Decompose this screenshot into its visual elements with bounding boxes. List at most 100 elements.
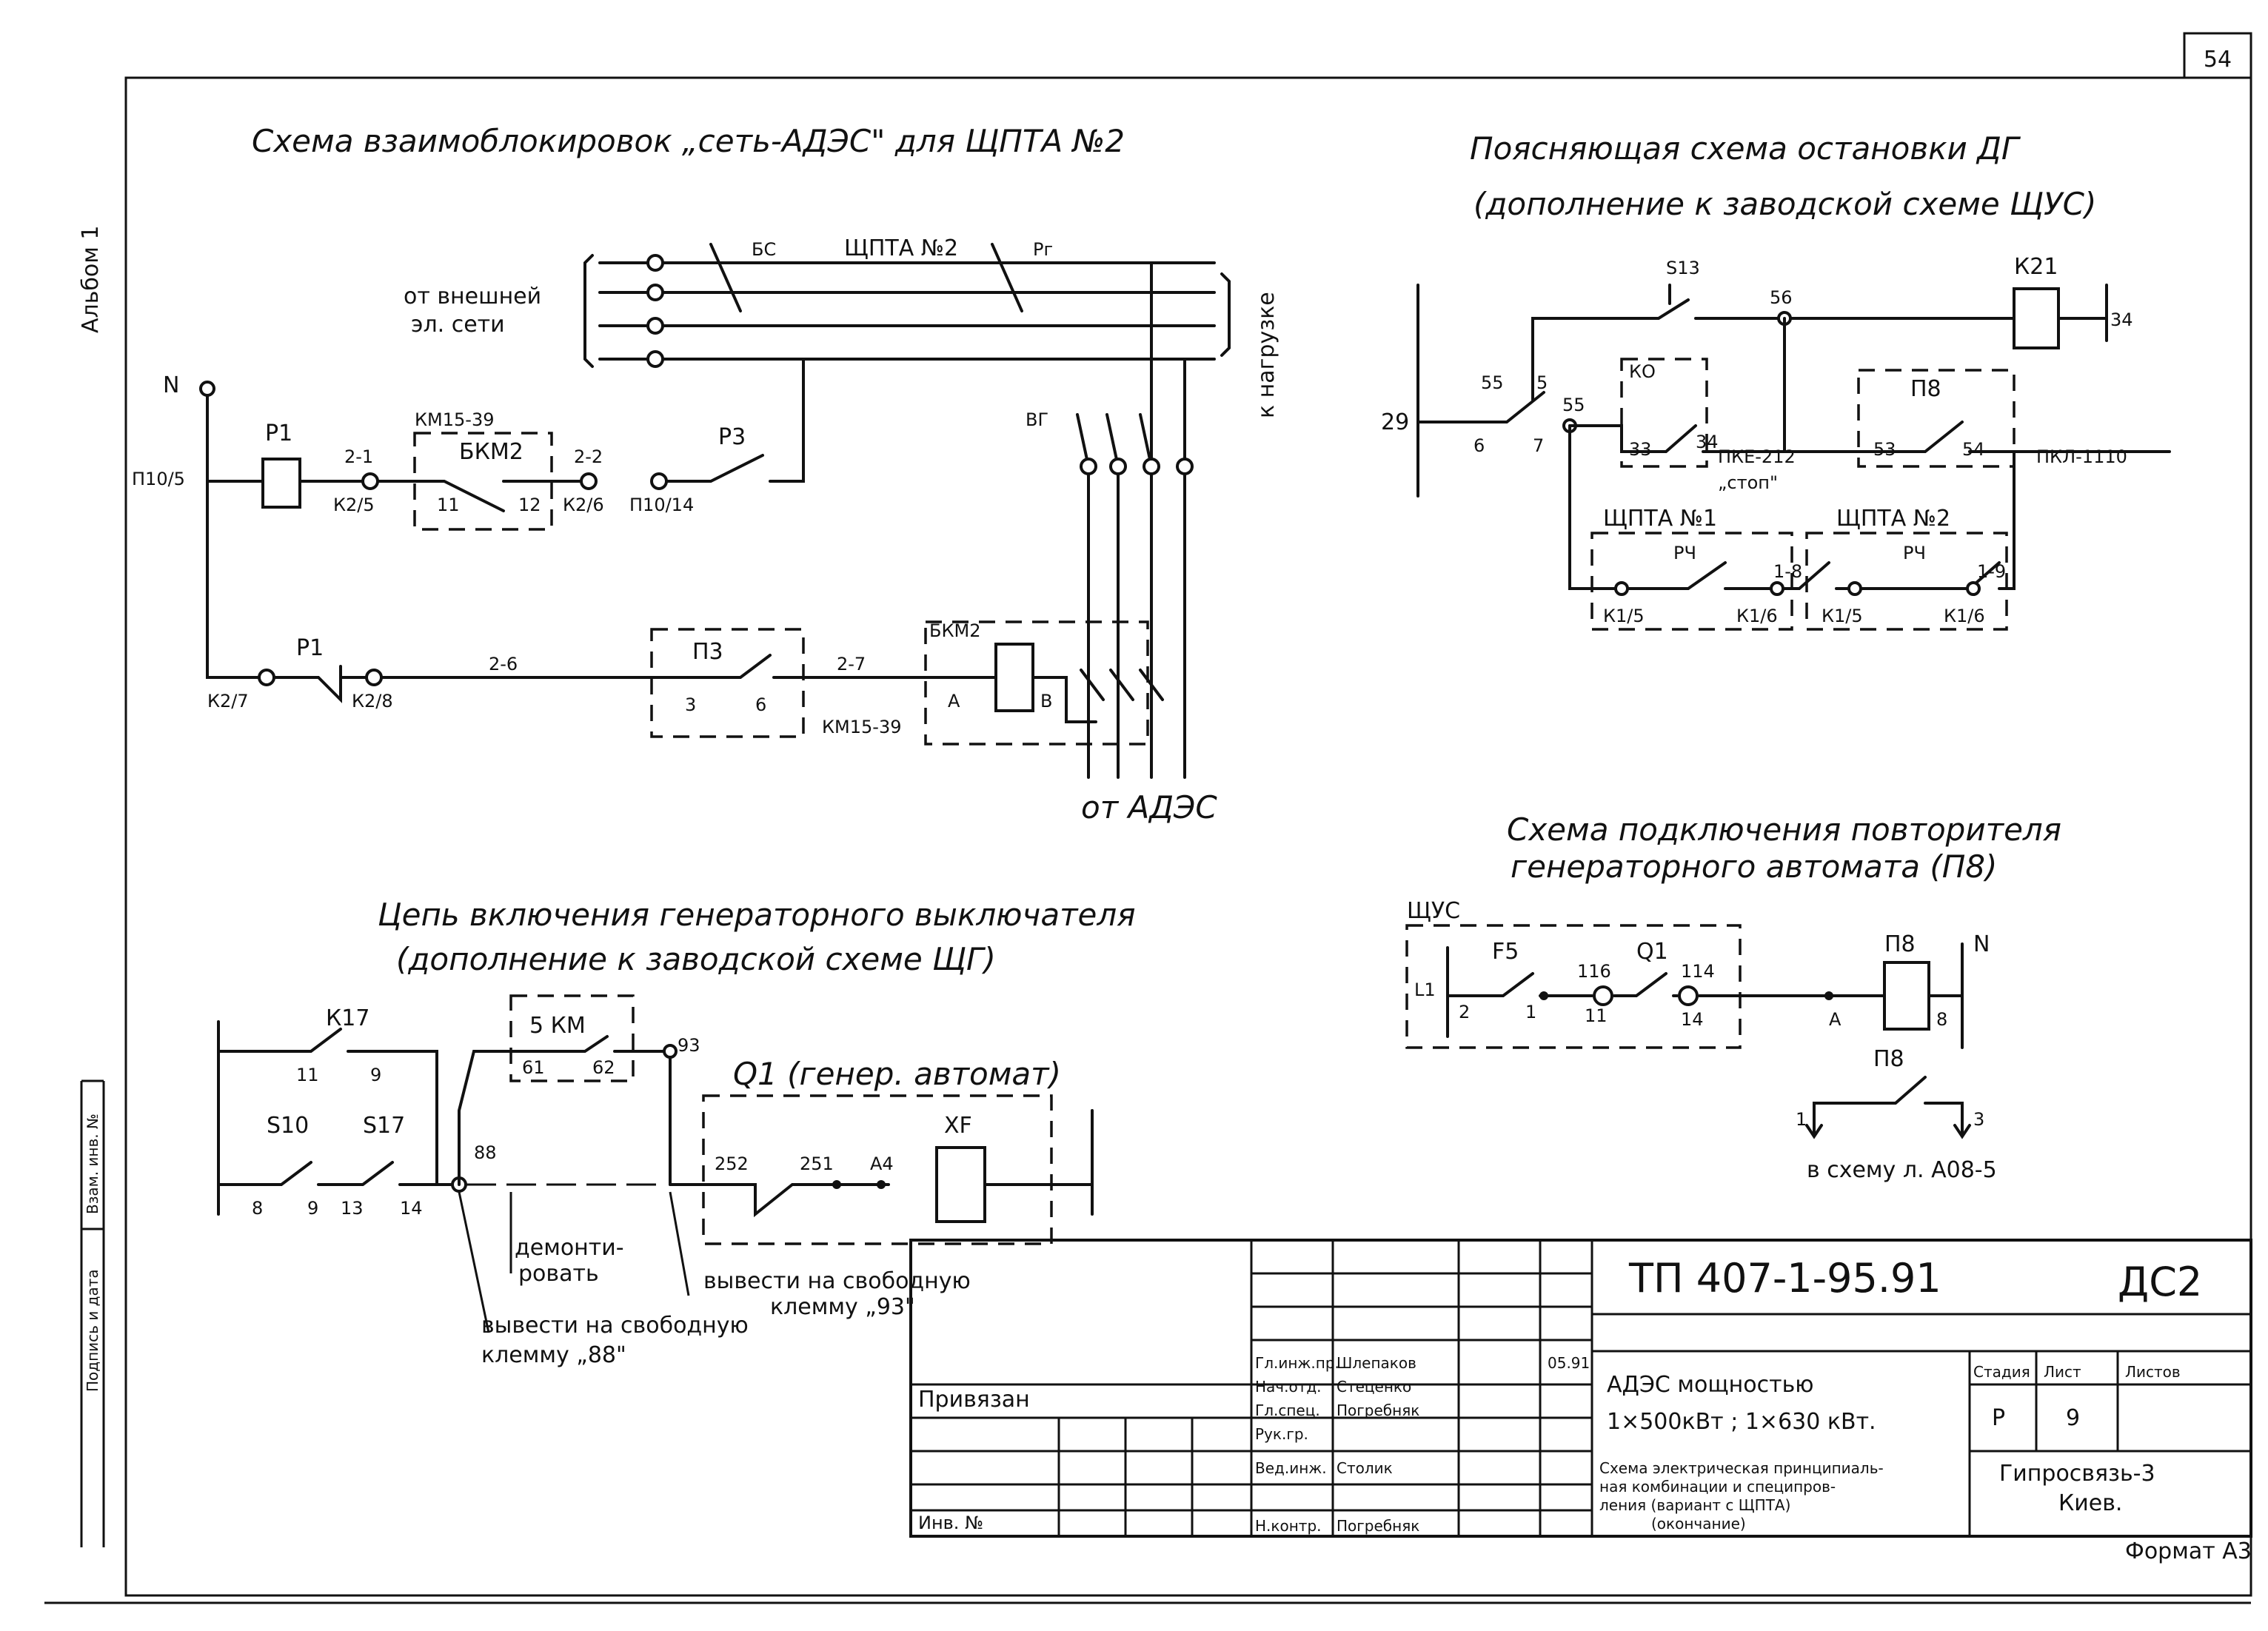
pkl-label: ПКЛ-1110 bbox=[2036, 446, 2127, 467]
n-terminal bbox=[199, 381, 215, 397]
stop-label: „стоп" bbox=[1718, 472, 1778, 493]
p8-label: П8 bbox=[1884, 931, 1916, 957]
pt1-label: П10/5 bbox=[132, 469, 185, 489]
breaker-contacts bbox=[709, 243, 1023, 312]
s17-label: S17 bbox=[363, 1113, 405, 1139]
n1-label: 1 bbox=[1525, 1002, 1536, 1022]
bus-node bbox=[646, 284, 664, 301]
k26-label: К2/6 bbox=[563, 495, 604, 515]
p3-label: Р3 bbox=[718, 424, 746, 450]
terminal-k28 bbox=[365, 669, 383, 686]
p8b-label: П8 bbox=[1873, 1046, 1904, 1072]
k15b-label: К1/5 bbox=[1822, 606, 1863, 626]
bus-node bbox=[646, 350, 664, 368]
k17-branch bbox=[217, 1028, 438, 1186]
shus-box bbox=[1405, 924, 1742, 1049]
title-block: ТП 407-1-95.91 ДС2 Привязан Инв. № АДЭС … bbox=[909, 1239, 2252, 1564]
callout-leaders bbox=[458, 1191, 690, 1333]
feeder-node bbox=[1176, 458, 1194, 475]
N-label: N bbox=[1973, 931, 1990, 957]
doc-mark: ДС2 bbox=[2118, 1259, 2202, 1305]
n8-label: 8 bbox=[252, 1198, 263, 1219]
n55b-label: 55 bbox=[1562, 395, 1585, 415]
shpta1-label: ЩПТА №1 bbox=[1603, 506, 1717, 532]
rep-title-2: генераторного автомата (П8) bbox=[1511, 848, 1997, 885]
k28-label: К2/8 bbox=[352, 691, 393, 711]
t19-label: 1-9 bbox=[1977, 561, 2006, 582]
doc-code: ТП 407-1-95.91 bbox=[1628, 1255, 1941, 1302]
node-116 bbox=[1593, 985, 1613, 1006]
generator-feeders bbox=[1087, 261, 1186, 779]
n14-label: 14 bbox=[1681, 1009, 1704, 1030]
n114-label: 114 bbox=[1681, 961, 1715, 982]
title-grid-left bbox=[1057, 1418, 1194, 1536]
ko-label: КО bbox=[1629, 361, 1656, 382]
f5-label: F5 bbox=[1492, 939, 1519, 965]
album-label: Альбом 1 bbox=[78, 226, 104, 334]
n9b-label: 9 bbox=[307, 1198, 318, 1219]
n11-label: 11 bbox=[296, 1065, 319, 1085]
to-load: к нагрузке bbox=[1254, 292, 1279, 418]
pt2-label: П10/14 bbox=[629, 495, 694, 515]
load-bracket bbox=[1220, 272, 1231, 357]
interlock-diagram: Схема взаимоблокировок „сеть-АДЭС" для Щ… bbox=[132, 123, 1279, 825]
stop-diagram: Поясняющая схема остановки ДГ (дополнени… bbox=[1381, 130, 2171, 631]
n54-label: 54 bbox=[1962, 439, 1985, 460]
p3-box bbox=[650, 628, 805, 738]
name-5: Погребняк bbox=[1337, 1517, 1419, 1535]
p3-contact bbox=[665, 358, 805, 483]
rep-main-wire bbox=[1446, 972, 1886, 997]
w26-label: 2-6 bbox=[489, 654, 518, 674]
p1-nc-contact bbox=[272, 665, 368, 703]
node-93 bbox=[663, 1044, 678, 1059]
shus-label: ЩУС bbox=[1407, 898, 1460, 924]
sheet-title-4: (окончание) bbox=[1651, 1515, 1746, 1533]
from-grid-1: от внешней bbox=[404, 284, 541, 309]
k16b-label: К1/6 bbox=[1944, 606, 1985, 626]
c61-label: 61 bbox=[522, 1057, 545, 1078]
terminal-k26 bbox=[580, 472, 598, 490]
p8-contact bbox=[1783, 421, 2171, 453]
org-2: Киев. bbox=[2058, 1490, 2122, 1516]
a252-label: 252 bbox=[715, 1153, 749, 1174]
terminal-p10-14 bbox=[650, 472, 668, 490]
stop-title-2: (дополнение к заводской схеме ЩУС) bbox=[1473, 186, 2096, 222]
n1b-label: 1 bbox=[1796, 1109, 1807, 1130]
km5-label: 5 КМ bbox=[529, 1013, 586, 1039]
sheet-title-1: Схема электрическая принципиаль- bbox=[1599, 1459, 1884, 1477]
title-grid-cols bbox=[1250, 1240, 1593, 1536]
role-1: Нач.отд. bbox=[1255, 1378, 1322, 1396]
c3-label: 3 bbox=[685, 694, 696, 715]
out88-2: клемму „88" bbox=[481, 1342, 626, 1368]
rep-title-1: Схема подключения повторителя bbox=[1507, 811, 2061, 848]
control-rail bbox=[206, 387, 261, 679]
format-label: Формат А3 bbox=[2125, 1538, 2252, 1564]
pke-label: ПКЕ-212 bbox=[1718, 446, 1796, 467]
bus-node bbox=[646, 317, 664, 335]
bkm2b-box bbox=[924, 620, 1149, 746]
k27-label: К2/7 bbox=[207, 691, 249, 711]
object-2: 1×500кВт ; 1×630 кВт. bbox=[1607, 1409, 1876, 1435]
node-k15b bbox=[1847, 581, 1862, 596]
junction bbox=[877, 1180, 886, 1189]
l1-label: L1 bbox=[1414, 979, 1436, 1000]
name-0: Шлепаков bbox=[1337, 1354, 1416, 1372]
n56-label: 56 bbox=[1770, 287, 1793, 308]
w27-label: 2-7 bbox=[837, 654, 866, 674]
n11-label: 11 bbox=[1585, 1005, 1608, 1026]
from-grid-2: эл. сети bbox=[411, 312, 505, 338]
junction bbox=[1824, 991, 1833, 1000]
n2-label: 2 bbox=[1459, 1002, 1470, 1022]
n34-label: 34 bbox=[2110, 309, 2133, 330]
k16a-label: К1/6 bbox=[1736, 606, 1778, 626]
p3-no-contact bbox=[687, 654, 927, 679]
date-value: 05.91 bbox=[1548, 1354, 1590, 1372]
n116-label: 116 bbox=[1577, 961, 1611, 982]
q1-box bbox=[702, 1094, 1053, 1245]
bus-node bbox=[646, 254, 664, 272]
stop-top-wire bbox=[1416, 298, 2108, 423]
xf-label: XF bbox=[944, 1113, 972, 1139]
title-block-frame bbox=[909, 1239, 2252, 1538]
attached-label: Привязан bbox=[918, 1387, 1030, 1413]
object-1: АДЭС мощностью bbox=[1607, 1372, 1814, 1398]
